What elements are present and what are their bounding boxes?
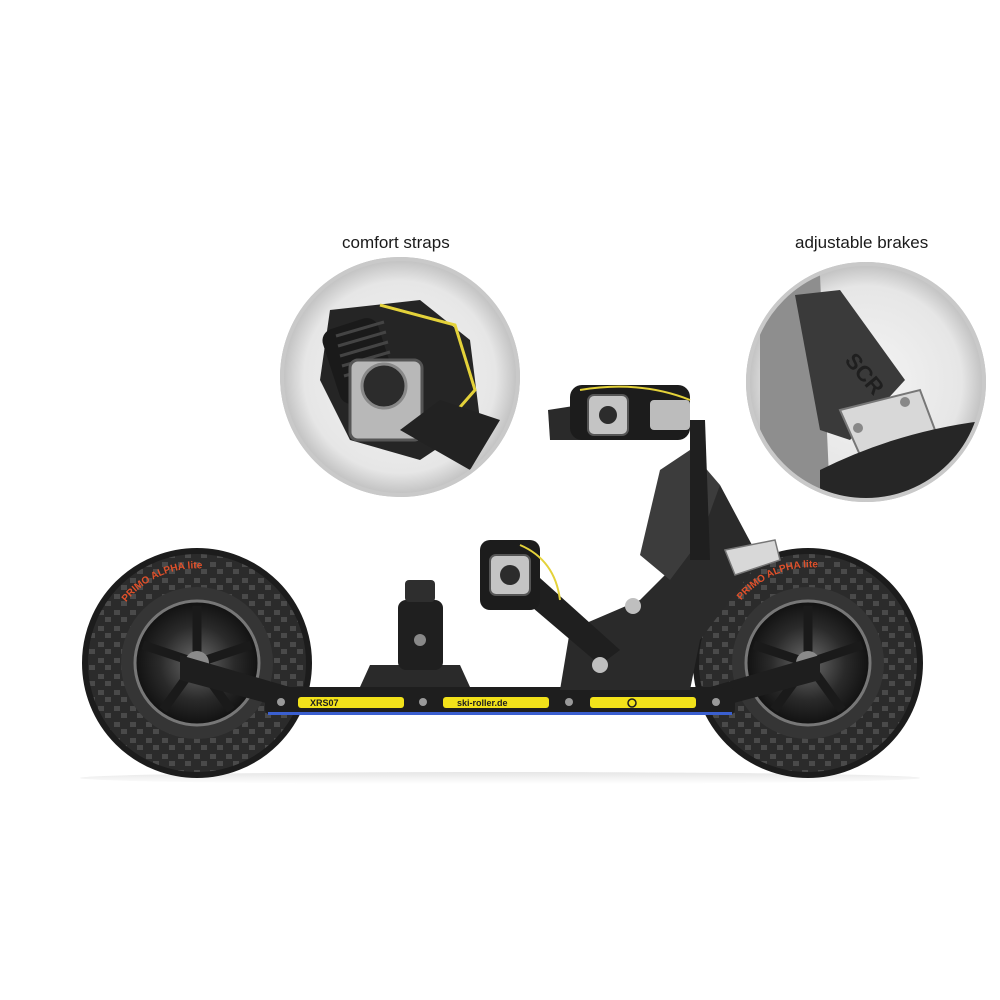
frame: XRS07 ski-roller.de [180, 655, 820, 715]
deck-website-label: ski-roller.de [457, 698, 508, 708]
deck-model-label: XRS07 [310, 698, 339, 708]
toe-binding [360, 580, 470, 687]
upper-ankle-strap [548, 385, 691, 440]
logo-icon [627, 698, 637, 708]
lower-foot-strap [480, 540, 561, 610]
adjustable-brakes-label: adjustable brakes [795, 233, 929, 252]
heel-binding-assembly [500, 420, 781, 690]
adjustable-brakes-lens: SCR [746, 262, 986, 502]
comfort-straps-lens [280, 257, 520, 497]
floor-shadow [80, 772, 920, 784]
comfort-straps-label: comfort straps [342, 233, 450, 252]
